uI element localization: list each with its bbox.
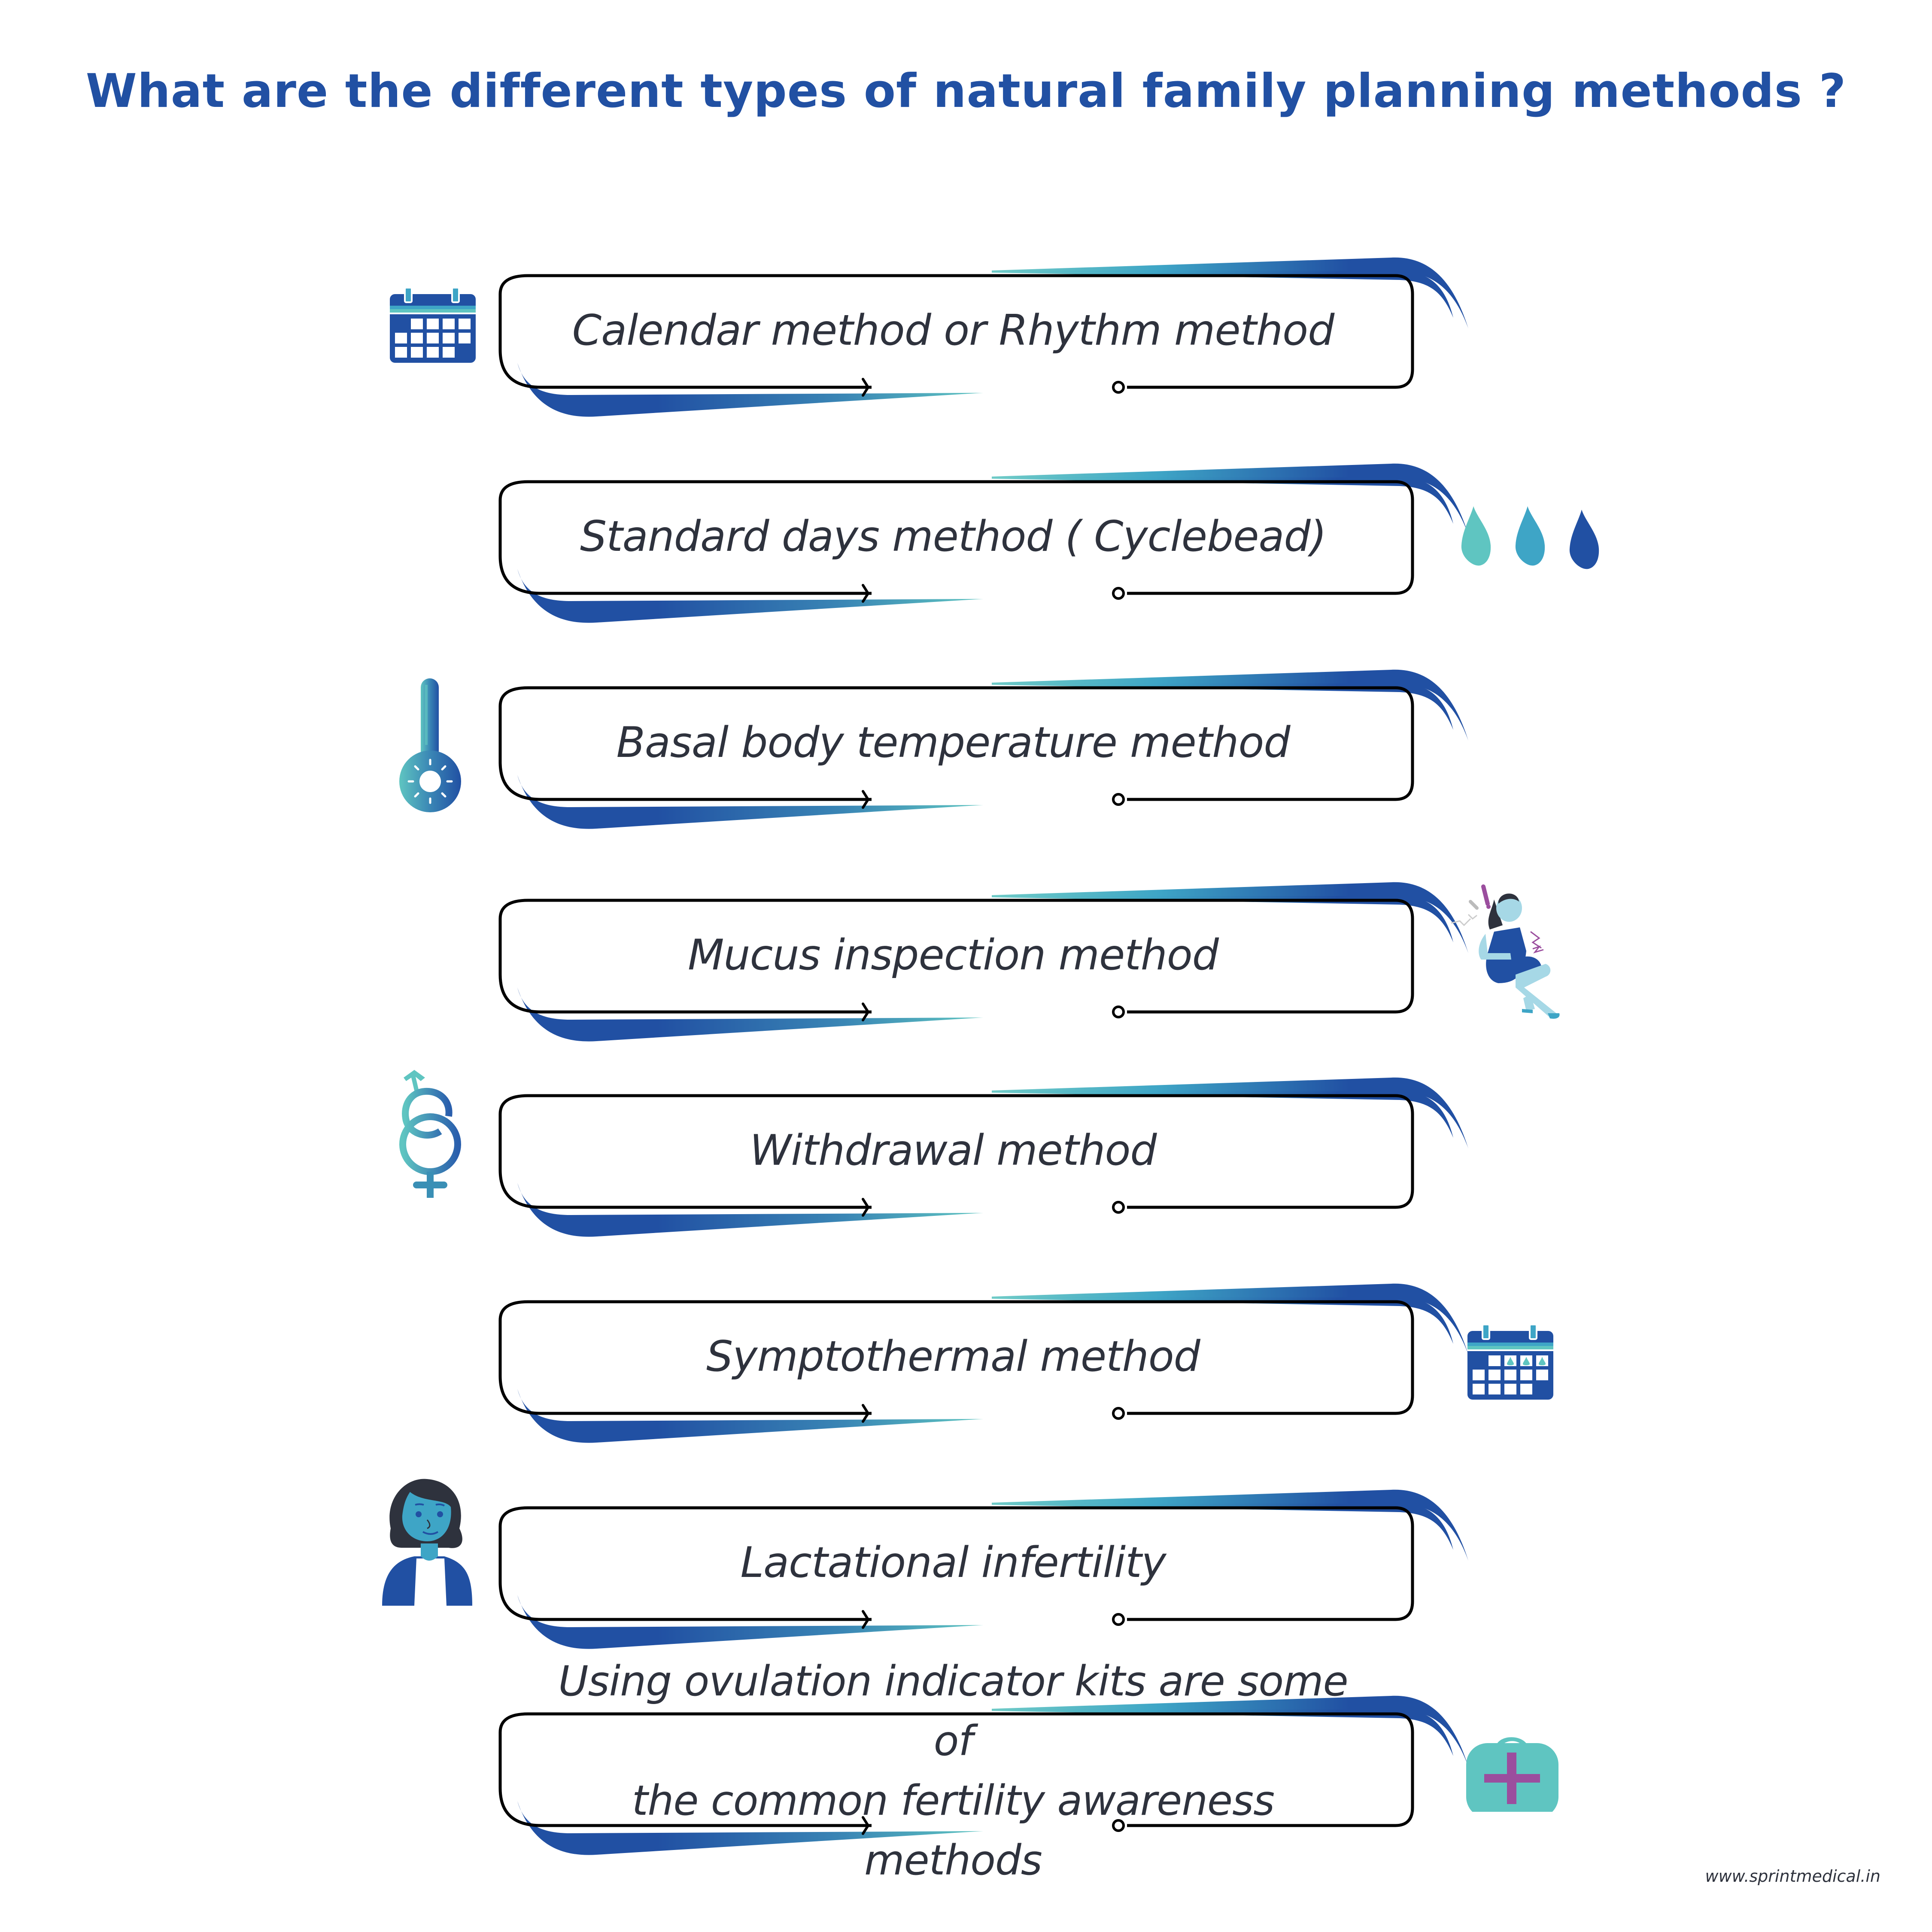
woman-avatar-icon: [380, 1473, 474, 1610]
website-footer: www.sprintmedical.in: [1705, 1867, 1881, 1886]
thermometer-icon: [399, 678, 464, 820]
method-label-line-2: the common fertility awareness methods: [632, 1777, 1275, 1885]
method-label: Lactational infertility: [740, 1538, 1166, 1587]
calendar-drops-icon: [1466, 1324, 1554, 1402]
medical-kit-icon: [1464, 1730, 1561, 1818]
method-label: Mucus inspection method: [688, 930, 1219, 980]
method-item-symptothermal: Symptothermal method: [498, 1279, 1443, 1434]
method-label: Basal body temperature method: [616, 718, 1290, 767]
method-item-calendar: Calendar method or Rhythm method: [498, 253, 1443, 408]
method-item-standard-days: Standard days method ( Cyclebead): [498, 459, 1443, 614]
method-label: Calendar method or Rhythm method: [572, 306, 1335, 355]
method-item-withdrawal: Withdrawal method: [498, 1073, 1443, 1228]
method-item-basal-body-temperature: Basal body temperature method: [498, 665, 1443, 820]
method-item-mucus-inspection: Mucus inspection method: [498, 878, 1443, 1033]
gender-symbols-icon: [391, 1060, 468, 1198]
method-item-lactational-infertility: Lactational infertility: [498, 1485, 1443, 1640]
method-label: Using ovulation indicator kits are some …: [550, 1657, 1357, 1885]
method-label: Withdrawal method: [750, 1126, 1157, 1175]
method-label: Symptothermal method: [706, 1332, 1200, 1381]
method-item-ovulation-kits: Using ovulation indicator kits are some …: [498, 1657, 1443, 1885]
method-label: Standard days method ( Cyclebead): [580, 512, 1327, 561]
woman-in-pain-icon: [1447, 884, 1584, 1030]
water-drops-icon: [1460, 504, 1619, 573]
method-label-line-1: Using ovulation indicator kits are some …: [558, 1657, 1348, 1765]
calendar-icon: [389, 287, 477, 365]
page-title: What are the different types of natural …: [85, 64, 1847, 118]
